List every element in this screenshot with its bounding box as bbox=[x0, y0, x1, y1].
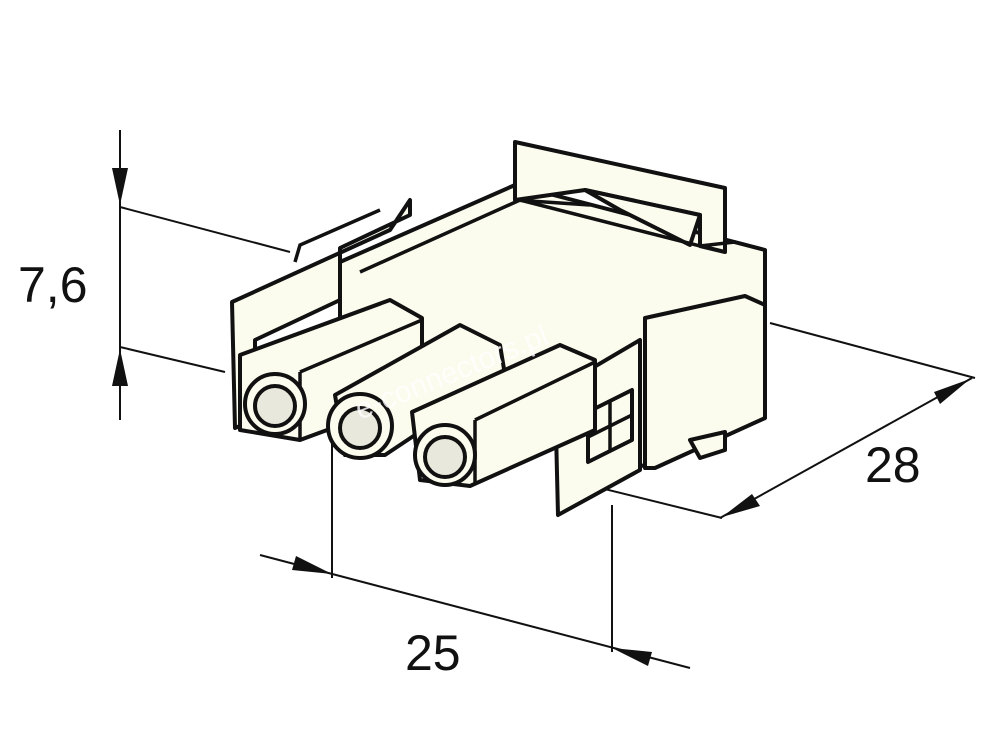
arrow-icon bbox=[112, 349, 128, 386]
dimension-label-depth: 28 bbox=[865, 437, 921, 493]
arrow-icon bbox=[722, 494, 760, 517]
arrow-icon bbox=[112, 168, 128, 205]
dimension-label-width: 25 bbox=[405, 625, 461, 681]
arrow-icon bbox=[292, 556, 332, 574]
dimension-label-height: 7,6 bbox=[18, 257, 88, 313]
arrow-icon bbox=[934, 379, 970, 404]
dimension-width bbox=[259, 440, 691, 669]
pin-3 bbox=[410, 343, 597, 488]
connector-housing bbox=[230, 140, 767, 517]
arrow-icon bbox=[612, 648, 652, 666]
dimension-height bbox=[112, 130, 291, 420]
